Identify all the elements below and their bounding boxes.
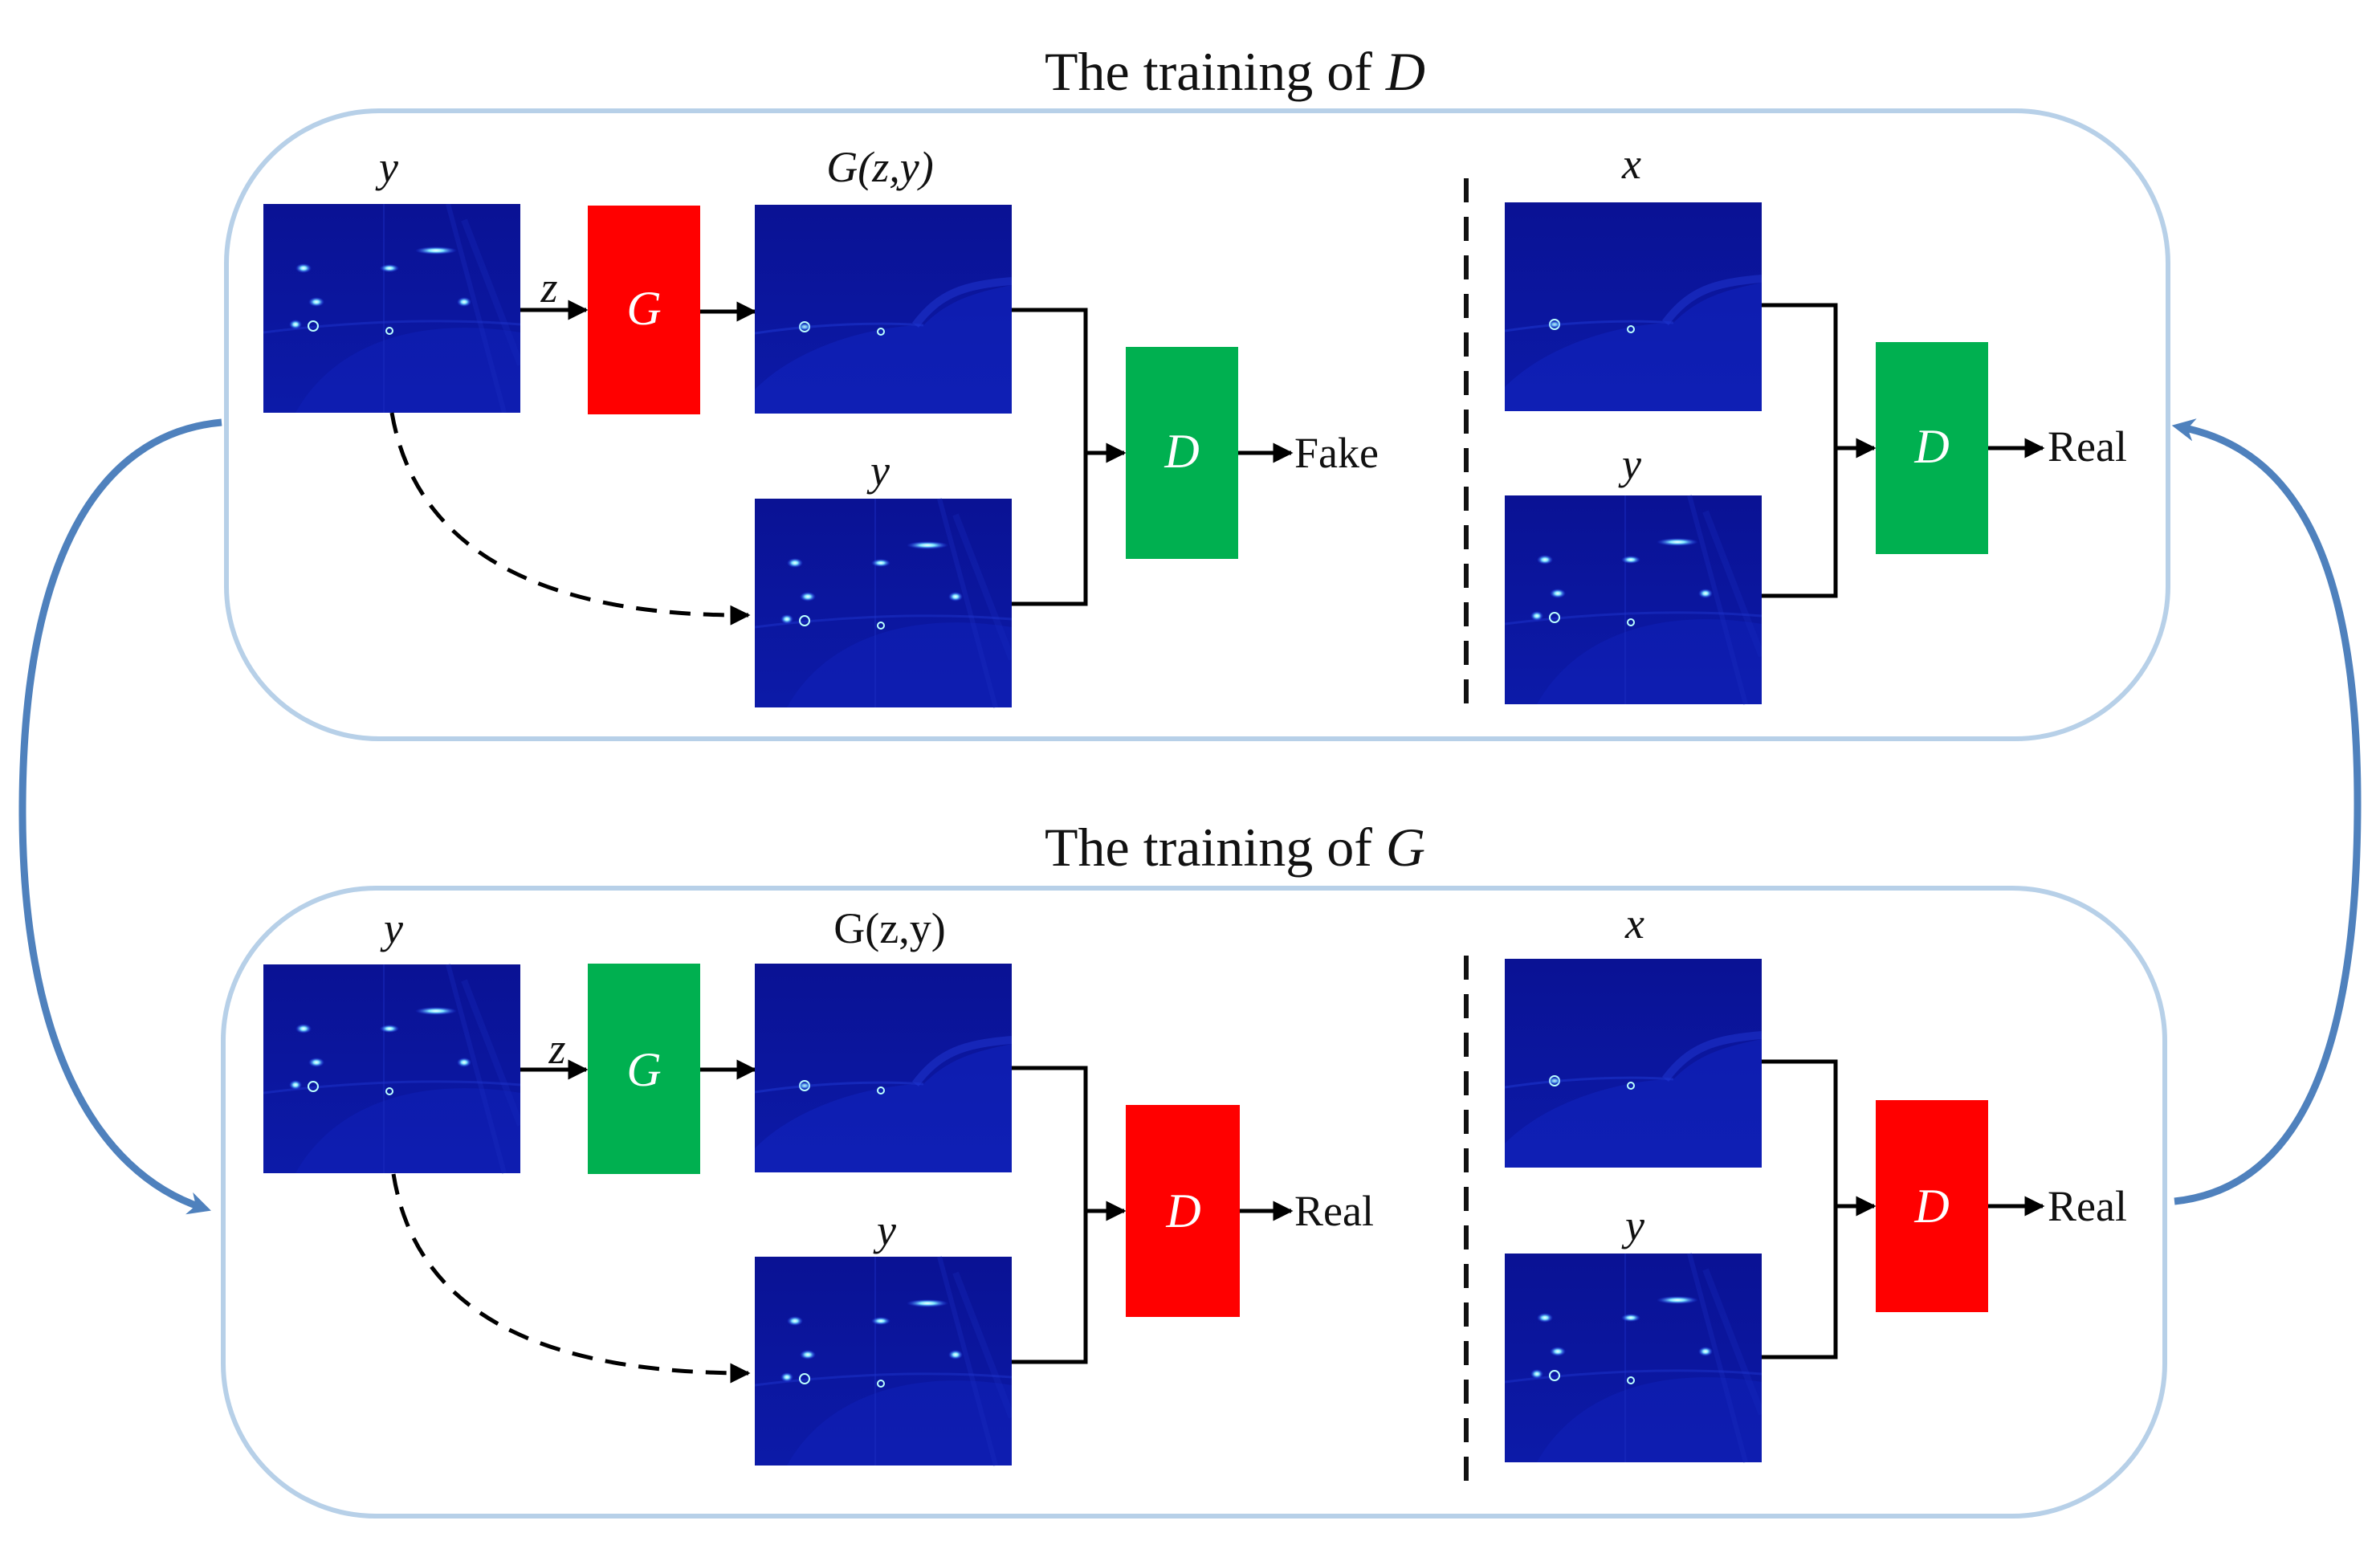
bottom-panel: The training of G y z G G(z,y) y D Real … — [221, 817, 2167, 1519]
top-generator-label: G — [626, 282, 661, 335]
top-real-x-label: x — [1621, 140, 1641, 188]
condition-dashed-arrow — [391, 1173, 751, 1384]
bottom-fake-output: Real — [1294, 1187, 1374, 1235]
top-discriminator-box — [1126, 347, 1238, 559]
bottom-discriminator2-box — [1876, 1100, 1988, 1312]
real-merge-connector — [1762, 1059, 1838, 1360]
top-discriminator2-label: D — [1913, 420, 1949, 473]
top-cond-y-label: y — [866, 446, 890, 495]
top-input-y-label: y — [375, 143, 398, 191]
merge-connector — [1012, 1066, 1088, 1364]
measurement-heatmap-icon — [263, 964, 520, 1173]
top-real-cond-y-label: y — [1618, 440, 1641, 488]
measurement-heatmap-icon — [755, 1257, 1012, 1466]
generated-heatmap-icon — [755, 964, 1012, 1172]
bottom-real-output: Real — [2048, 1182, 2127, 1230]
top-fake-output: Fake — [1294, 429, 1379, 477]
ground-truth-heatmap-icon — [1505, 959, 1762, 1168]
bottom-generator-box — [588, 964, 700, 1174]
bottom-discriminator2-label: D — [1913, 1180, 1949, 1233]
top-real-output: Real — [2048, 422, 2127, 471]
generated-heatmap-icon — [755, 205, 1012, 414]
bottom-real-cond-y-label: y — [1621, 1201, 1644, 1249]
top-gen-output-label: G(z,y) — [826, 143, 933, 191]
top-panel-title: The training of D — [1045, 41, 1425, 102]
condition-dashed-arrow — [389, 412, 751, 626]
top-discriminator2-box — [1876, 342, 1988, 554]
measurement-heatmap-icon — [263, 204, 520, 413]
bottom-discriminator-label: D — [1165, 1184, 1200, 1237]
bottom-discriminator-box — [1126, 1105, 1240, 1317]
measurement-heatmap-icon — [1505, 1254, 1762, 1462]
top-generator-box — [588, 206, 700, 414]
top-noise-z-label: z — [540, 263, 557, 312]
bottom-cond-y-label: y — [873, 1206, 896, 1254]
measurement-heatmap-icon — [755, 499, 1012, 707]
ground-truth-heatmap-icon — [1505, 202, 1762, 411]
bottom-generator-label: G — [626, 1043, 661, 1096]
bottom-gen-output-label: G(z,y) — [833, 904, 945, 952]
bottom-panel-title: The training of G — [1045, 817, 1425, 878]
curved-arrow-icon — [2171, 418, 2362, 1205]
merge-connector — [1012, 308, 1088, 606]
real-merge-connector — [1762, 303, 1838, 598]
bottom-real-x-label: x — [1624, 899, 1644, 948]
curved-arrow-icon — [18, 418, 222, 1215]
measurement-heatmap-icon — [1505, 495, 1762, 704]
top-panel: The training of D y z G G(z,y) y D Fake … — [224, 41, 2170, 741]
bottom-noise-z-label: z — [548, 1025, 565, 1073]
bottom-input-y-label: y — [380, 904, 403, 952]
top-discriminator-label: D — [1164, 425, 1199, 478]
